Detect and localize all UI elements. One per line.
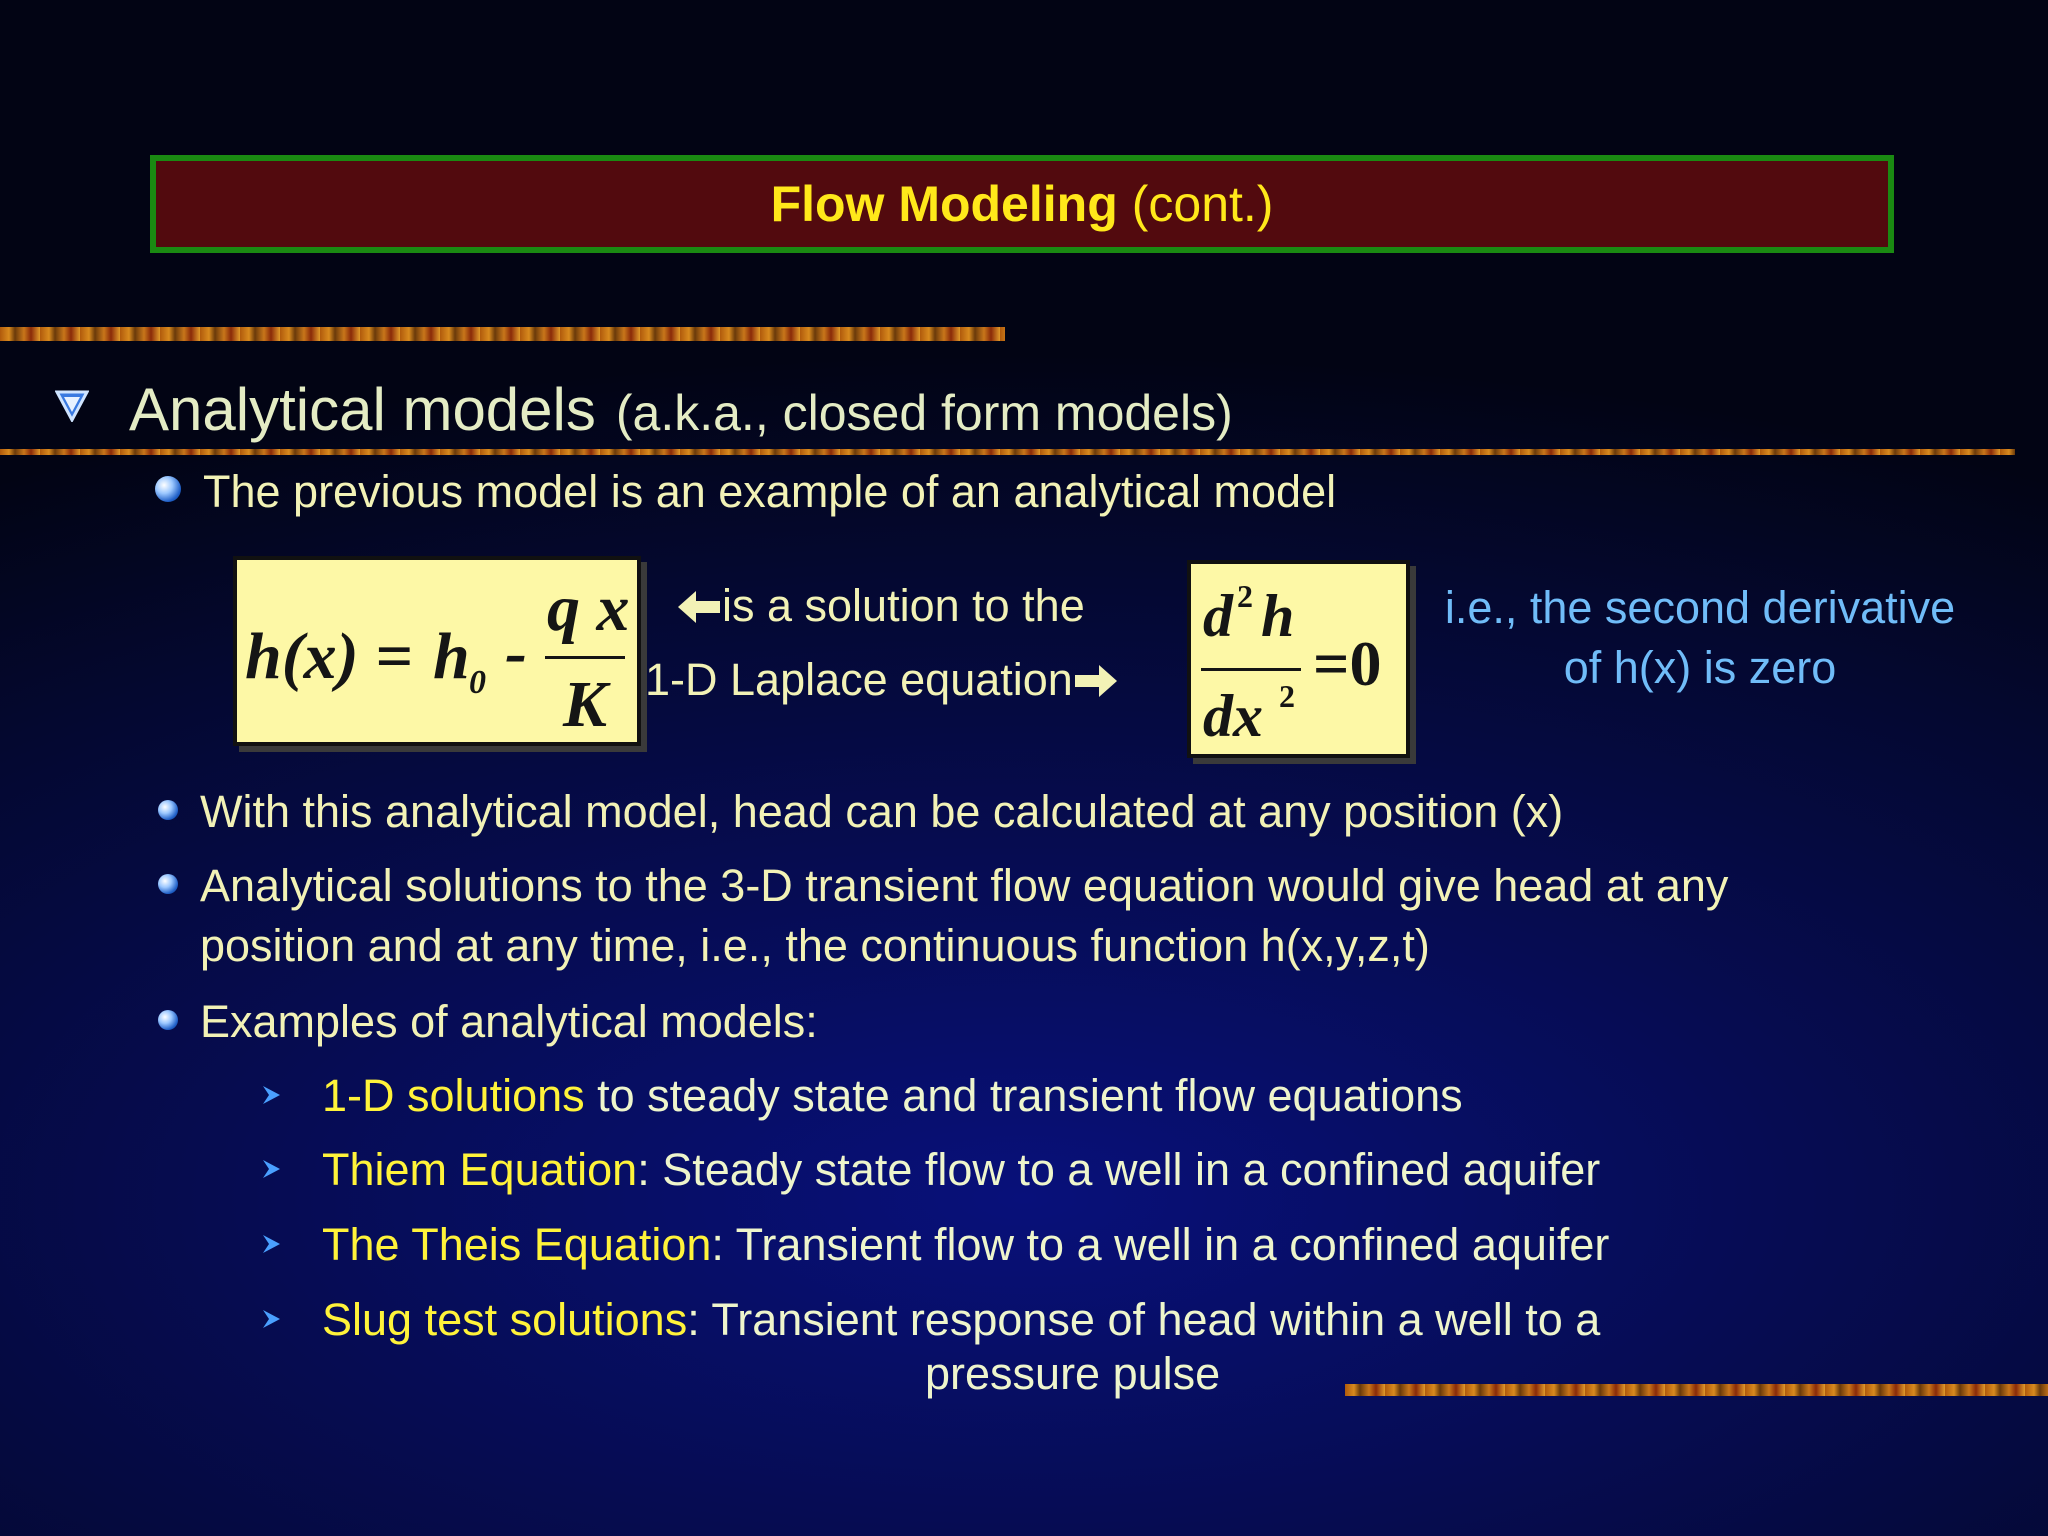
note-line-2: of h(x) is zero <box>1563 642 1837 693</box>
chevron-right-icon <box>263 1310 280 1328</box>
solution-text-line1: is a solution to the <box>676 580 1085 632</box>
example-description: : Transient response of head within a we… <box>687 1294 1601 1345</box>
example-description: : Transient flow to a well in a confined… <box>711 1219 1610 1270</box>
laplace-h: h <box>1261 583 1295 649</box>
second-derivative-note: i.e., the second derivative of h(x) is z… <box>1405 578 1995 698</box>
laplace-d: d <box>1203 583 1233 649</box>
bullet-text: Examples of analytical models: <box>200 996 818 1047</box>
bullet-examples: Examples of analytical models: <box>158 992 818 1052</box>
blue-orb-icon <box>158 1010 178 1030</box>
example-theis: The Theis Equation: Transient flow to a … <box>260 1215 1609 1275</box>
fraction-bar <box>545 656 625 659</box>
example-slug-test: Slug test solutions: Transient response … <box>260 1290 1600 1350</box>
laplace-dx: dx <box>1203 683 1263 749</box>
decorative-stripe-heading <box>0 449 2015 455</box>
left-arrow-icon <box>678 591 720 623</box>
example-highlight: The Theis Equation <box>322 1219 712 1270</box>
equation-h0-subscript: 0 <box>469 664 486 701</box>
laplace-fraction-bar <box>1201 668 1301 671</box>
right-arrow-icon <box>1074 665 1117 697</box>
chevron-right-icon <box>263 1235 280 1253</box>
bullet-text-line1: Analytical solutions to the 3-D transien… <box>200 860 1729 911</box>
equation-denominator: K <box>563 668 608 741</box>
equation-minus: - <box>505 616 527 689</box>
example-highlight: Thiem Equation <box>322 1144 638 1195</box>
example-1d-solutions: 1-D solutions to steady state and transi… <box>260 1066 1463 1126</box>
decorative-stripe-top <box>0 327 1005 341</box>
bullet-3d-transient: Analytical solutions to the 3-D transien… <box>158 856 1728 976</box>
section-heading: Analytical models (a.k.a., closed form m… <box>55 375 1233 444</box>
decorative-stripe-bottom <box>1345 1384 2048 1396</box>
bullet-text: With this analytical model, head can be … <box>200 786 1564 837</box>
chevron-right-icon <box>263 1160 280 1178</box>
heading-aside: (a.k.a., closed form models) <box>615 385 1233 441</box>
laplace-equals-zero: =0 <box>1313 628 1382 699</box>
example-highlight: 1-D solutions <box>322 1070 585 1121</box>
laplace-dx-sup: 2 <box>1279 678 1295 714</box>
example-description: : Steady state flow to a well in a confi… <box>637 1144 1601 1195</box>
equation-lhs: h(x) = <box>245 620 413 693</box>
slide-title-box: Flow Modeling (cont.) <box>150 155 1894 253</box>
solution-text-line2: 1-D Laplace equation <box>645 654 1119 706</box>
slide-title: Flow Modeling <box>770 176 1118 232</box>
slide-title-suffix: (cont.) <box>1131 176 1274 232</box>
blue-orb-icon <box>158 800 178 820</box>
triangle-down-icon <box>55 390 89 422</box>
equation-laplace: d 2 h dx 2 =0 <box>1187 560 1410 758</box>
equation-h0: h <box>433 620 470 693</box>
blue-orb-icon <box>155 476 181 502</box>
bullet-previous-model: The previous model is an example of an a… <box>155 462 1336 522</box>
laplace-sup: 2 <box>1237 578 1253 614</box>
bullet-text: The previous model is an example of an a… <box>203 466 1337 517</box>
solution-text-1: is a solution to the <box>722 580 1085 631</box>
bullet-any-position: With this analytical model, head can be … <box>158 782 1563 842</box>
example-highlight: Slug test solutions <box>322 1294 688 1345</box>
bullet-text-line2: position and at any time, i.e., the cont… <box>200 920 1430 971</box>
solution-text-2: 1-D Laplace equation <box>645 654 1073 705</box>
equation-head-solution: h(x) = h 0 - q x K <box>233 556 641 746</box>
example-thiem: Thiem Equation: Steady state flow to a w… <box>260 1140 1600 1200</box>
note-line-1: i.e., the second derivative <box>1444 582 1956 633</box>
equation-numerator: q x <box>547 572 630 645</box>
blue-orb-icon <box>158 874 178 894</box>
example-slug-continuation: pressure pulse <box>925 1348 1221 1399</box>
heading-main: Analytical models <box>129 376 596 443</box>
example-description: to steady state and transient flow equat… <box>584 1070 1463 1121</box>
chevron-right-icon <box>263 1086 280 1104</box>
